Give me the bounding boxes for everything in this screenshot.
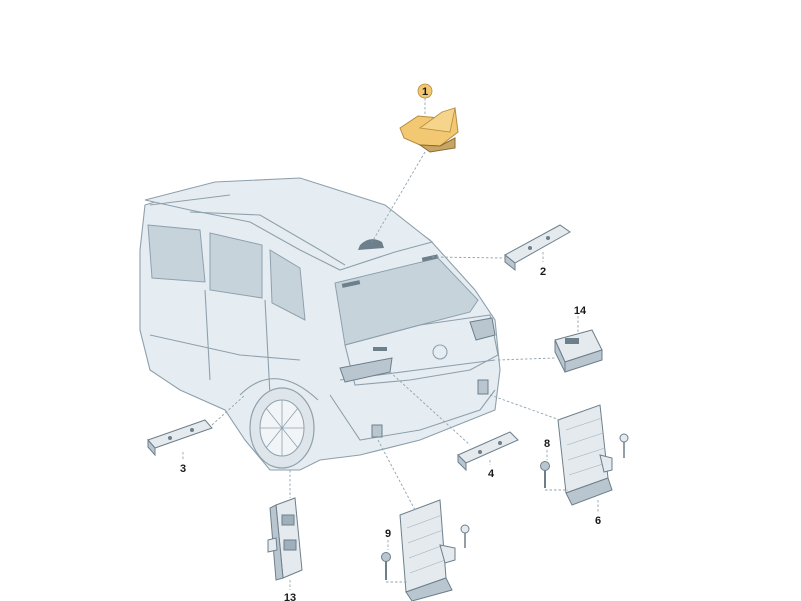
screw-9-icon [381, 552, 391, 580]
callout-6: 6 [595, 515, 601, 527]
control-module-part [554, 329, 603, 373]
callout-8: 8 [544, 438, 550, 450]
antenna-strip-middle-part [457, 431, 519, 472]
screw-right-icon [619, 433, 629, 458]
screw-middle-icon [460, 524, 470, 548]
callout-9: 9 [385, 528, 391, 540]
callout-14: 14 [574, 305, 587, 317]
sensor-bracket-right-part [557, 404, 613, 506]
screw-8-icon [540, 461, 550, 488]
vehicle-illustration [139, 177, 501, 471]
connector-module-part [267, 497, 303, 581]
callout-2: 2 [540, 266, 546, 278]
sensor-bracket-middle-part [399, 499, 456, 601]
antenna-strip-left-part [147, 419, 213, 457]
callout-3: 3 [180, 463, 186, 475]
roof-antenna-part [399, 107, 459, 153]
callout-4: 4 [488, 468, 495, 480]
antenna-amplifier-part [504, 224, 571, 272]
callout-1: 1 [422, 86, 428, 98]
callout-13: 13 [284, 592, 296, 601]
